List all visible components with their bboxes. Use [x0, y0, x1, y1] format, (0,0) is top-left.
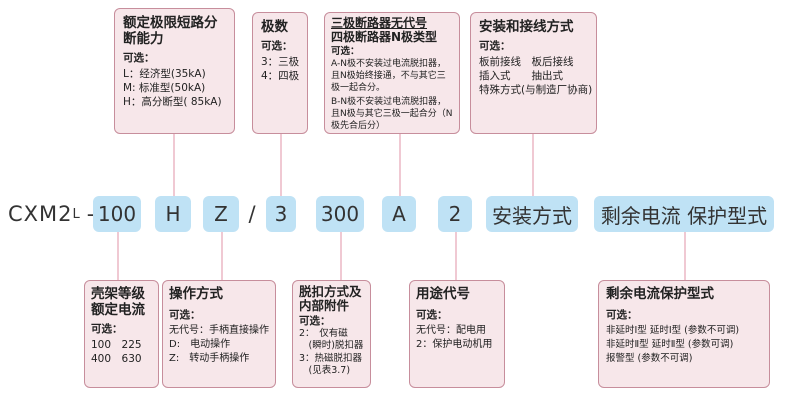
- usage-title: 用途代号: [416, 286, 470, 302]
- option-line: 板前接线 板后接线: [479, 56, 574, 68]
- option-line: 非延时Ⅱ型 延时Ⅱ型 (参数可调): [606, 339, 734, 350]
- option-line: 4：四极: [261, 70, 300, 82]
- model-prefix-text: CXM2: [8, 202, 73, 226]
- operation-mode-box: 操作方式 可选： 无代号：手柄直接操作 D: 电动操作 Z: 转动手柄操作: [162, 280, 276, 388]
- breaking-capacity-box: 额定极限短路分断能力 可选： L：经济型(35kA) M: 标准型(50kA) …: [114, 8, 235, 134]
- option-line: H：高分断型( 85kA): [123, 96, 222, 108]
- connector-breaking: [173, 134, 175, 196]
- option-line: Z: 转动手柄操作: [169, 353, 250, 364]
- segment-neutral-type: A: [382, 196, 416, 232]
- model-prefix-sub: L: [72, 206, 81, 222]
- option-line: 2： 仅有磁: [299, 327, 348, 339]
- options-label: 可选：: [606, 309, 638, 321]
- frame-title-1: 壳架等级: [91, 286, 145, 302]
- poles-box: 极数 可选： 3：三极 4：四极: [252, 12, 308, 134]
- option-line: M: 标准型(50kA): [123, 82, 206, 94]
- segment-release: 300: [316, 196, 364, 232]
- options-label: 可选：: [479, 40, 511, 52]
- release-accessories-box: 脱扣方式及 内部附件 可选： 2： 仅有磁 (瞬时)脱扣器 3：热磁脱扣器 (见…: [292, 280, 371, 388]
- connector-frame: [117, 232, 119, 280]
- connector-residual: [684, 232, 686, 280]
- frame-title-2: 额定电流: [91, 302, 145, 318]
- options-label: 可选：: [331, 46, 360, 57]
- option-line: 3：热磁脱扣器: [299, 352, 363, 364]
- connector-release: [340, 232, 342, 280]
- installation-wiring-title: 安装和接线方式: [479, 19, 574, 35]
- options-label: 可选：: [416, 309, 448, 321]
- options-label: 可选：: [169, 309, 201, 321]
- segment-poles: 3: [266, 196, 296, 232]
- option-line: (见表3.7): [299, 365, 351, 376]
- segment-installation: 安装方式: [486, 196, 578, 232]
- connector-noneq: [399, 134, 401, 196]
- installation-wiring-box: 安装和接线方式 可选： 板前接线 板后接线 插入式 抽出式 特殊方式(与制造厂协…: [470, 12, 597, 134]
- option-line: 报警型 (参数不可调): [606, 353, 693, 364]
- option-line: D: 电动操作: [169, 339, 231, 350]
- option-line: 插入式 抽出式: [479, 70, 563, 82]
- frame-current-box: 壳架等级 额定电流 可选： 100 225 400 630: [84, 280, 159, 388]
- segment-breaking-capacity: H: [155, 196, 191, 232]
- residual-protection-box: 剩余电流保护型式 可选： 非延时Ⅰ型 延时Ⅰ型 (参数不可调) 非延时Ⅱ型 延时…: [598, 280, 770, 388]
- breaking-capacity-title: 额定极限短路分断能力: [123, 15, 218, 47]
- model-dash: -: [86, 202, 96, 226]
- option-line: 非延时Ⅰ型 延时Ⅰ型 (参数不可调): [606, 325, 740, 336]
- connector-install: [532, 134, 534, 196]
- connector-poles: [280, 134, 282, 196]
- segment-residual-current: 剩余电流 保护型式: [594, 196, 774, 232]
- neutral-pole-type-box: 三极断路器无代号 四极断路器N极类型 可选： A-N极不安装过电流脱扣器，且N极…: [324, 12, 460, 134]
- connector-operation: [221, 232, 223, 280]
- option-line: 400 630: [91, 353, 142, 365]
- segment-frame-current: 100: [93, 196, 141, 232]
- options-label: 可选：: [91, 323, 123, 335]
- release-title-2: 内部附件: [299, 298, 350, 313]
- option-line: 100 225: [91, 339, 142, 351]
- segment-slash: /: [248, 202, 256, 226]
- options-label: 可选：: [299, 315, 331, 327]
- option-line: 3：三极: [261, 56, 300, 68]
- segment-usage: 2: [438, 196, 472, 232]
- option-line: 无代号：手柄直接操作: [169, 325, 269, 336]
- operation-title: 操作方式: [169, 286, 223, 302]
- release-title-1: 脱扣方式及: [299, 284, 362, 299]
- neutral-title-1: 三极断路器无代号: [331, 16, 428, 30]
- option-line: 2：保护电动机用: [416, 339, 493, 350]
- usage-code-box: 用途代号 可选： 无代号：配电用 2：保护电动机用: [409, 280, 505, 388]
- residual-title: 剩余电流保护型式: [606, 286, 714, 302]
- option-a-text: A-N极不安装过电流脱扣器，且N极始终接通，不与其它三极一起合分。: [331, 59, 446, 93]
- neutral-title-2: 四极断路器N极类型: [331, 30, 438, 44]
- segment-operation: Z: [203, 196, 239, 232]
- options-label: 可选：: [123, 52, 155, 64]
- connector-usage: [455, 232, 457, 280]
- option-line: 无代号：配电用: [416, 325, 486, 336]
- option-b-text: B-N极不安装过电流脱扣器，且N极与其它三极一起合分（N极先合后分）: [331, 97, 453, 131]
- option-line: (瞬时)脱扣器: [299, 340, 364, 351]
- poles-title: 极数: [261, 19, 288, 35]
- options-label: 可选：: [261, 40, 293, 52]
- option-line: 特殊方式(与制造厂协商): [479, 84, 593, 96]
- option-line: L：经济型(35kA): [123, 68, 206, 80]
